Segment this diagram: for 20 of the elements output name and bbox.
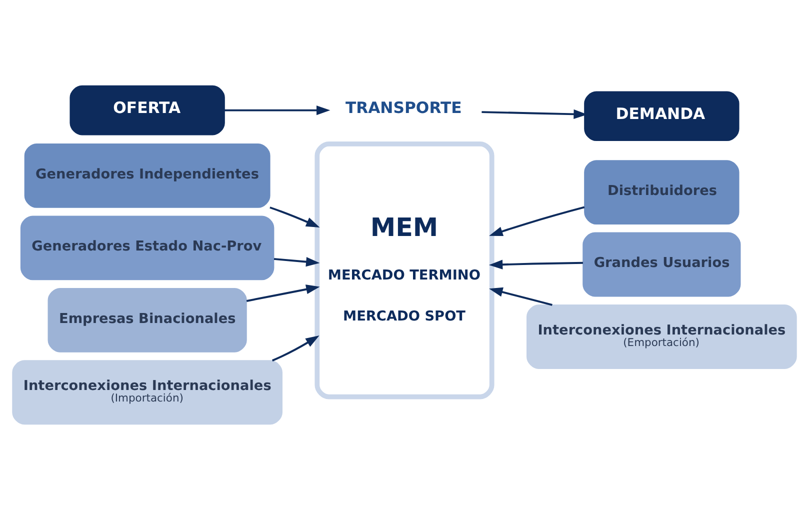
node-box: Grandes Usuarios [582,232,741,297]
node-box: MEM MERCADO TERMINO MERCADO SPOT [314,142,494,400]
arrow [488,260,583,270]
node-text: TRANSPORTE [345,99,462,118]
arrow [246,284,320,302]
arrow [482,109,588,119]
node-box: Generadores Estado Nac-Prov [20,216,274,280]
node-box: Distribuidores [584,160,740,224]
node-box: Interconexiones Internacionales (Emportación) [526,304,797,369]
arrow [489,287,552,306]
node-box: DEMANDA [584,91,740,142]
arrow [272,336,320,362]
node-box: Interconexiones Internacionales (Importación) [12,360,282,425]
arrow [489,206,585,236]
arrow [224,106,330,116]
node-box: Empresas Binacionales [48,288,247,352]
node-box: Generadores Independientes [24,143,270,208]
arrow [270,206,320,228]
arrow [274,257,320,267]
node-box: OFERTA [70,85,225,136]
